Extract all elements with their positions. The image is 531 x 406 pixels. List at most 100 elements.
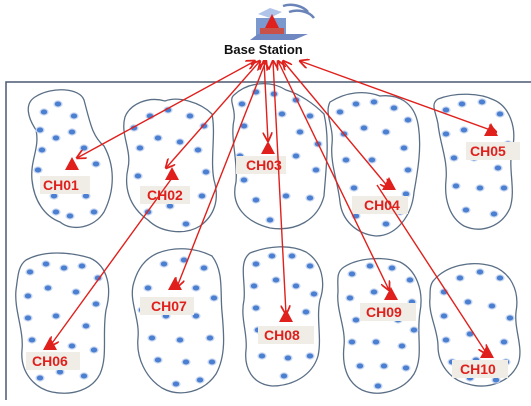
cluster-head-label-ch05: CH05 xyxy=(470,143,506,159)
sensor-node xyxy=(499,184,509,192)
sensor-node xyxy=(367,156,377,164)
cluster-10-outline xyxy=(429,263,521,387)
cluster-head-icon-ch01 xyxy=(65,157,79,170)
sensor-node xyxy=(147,334,157,342)
sensor-node xyxy=(175,138,185,146)
sensor-node xyxy=(59,264,69,272)
sensor-node xyxy=(191,284,201,292)
sensor-node xyxy=(371,338,381,346)
sensor-node xyxy=(369,98,379,106)
cluster-7-outline xyxy=(131,248,225,394)
sensor-node xyxy=(493,164,503,172)
sensor-node xyxy=(251,196,261,204)
sensor-node xyxy=(197,192,207,200)
sensor-node xyxy=(67,128,77,136)
sensor-node xyxy=(463,298,473,306)
sensor-node xyxy=(347,338,357,346)
sensor-node xyxy=(65,212,75,220)
sensor-node xyxy=(305,262,315,270)
sensor-node xyxy=(91,160,101,168)
cluster-head-label-ch07: CH07 xyxy=(151,298,187,314)
sensor-node xyxy=(305,352,315,360)
sensor-node xyxy=(291,152,301,160)
sensor-node xyxy=(457,100,467,108)
sensor-node xyxy=(193,146,203,154)
sensor-node xyxy=(355,362,365,370)
sensor-node xyxy=(23,314,33,322)
base-station-label: Base Station xyxy=(224,42,303,57)
sensor-node xyxy=(381,128,391,136)
sensor-node xyxy=(345,294,355,302)
cluster-head-label-box xyxy=(360,303,416,321)
sensor-node xyxy=(441,130,451,138)
sensor-node xyxy=(257,352,267,360)
sensor-node xyxy=(441,336,451,344)
sensor-node xyxy=(475,184,485,192)
cluster-head-label-ch08: CH08 xyxy=(264,327,300,343)
link-ch10 xyxy=(376,184,487,354)
sensor-node xyxy=(153,134,163,142)
sensor-node xyxy=(277,110,287,118)
sensor-node xyxy=(201,168,211,176)
cluster-head-label-ch06: CH06 xyxy=(32,353,68,369)
sensor-node xyxy=(283,354,293,362)
sensor-node xyxy=(309,290,319,298)
sensor-node xyxy=(81,192,91,200)
cluster-2-outline xyxy=(123,98,217,233)
sensor-node xyxy=(209,294,219,302)
cluster-head-label-box xyxy=(140,297,194,315)
cluster-head-icon-ch06 xyxy=(43,337,57,350)
sensor-node xyxy=(51,312,61,320)
sensor-node xyxy=(403,166,413,174)
sensor-node xyxy=(265,216,275,224)
sensor-node xyxy=(181,220,191,228)
sensor-node xyxy=(251,260,261,268)
sensor-node xyxy=(81,322,91,330)
sensor-node xyxy=(495,274,505,282)
sensor-node xyxy=(359,124,369,132)
sensor-node xyxy=(79,372,89,380)
sensor-node xyxy=(51,208,61,216)
sensor-node xyxy=(171,380,181,388)
sensor-node xyxy=(311,166,321,174)
sensor-node xyxy=(199,264,209,272)
cluster-head-icon-ch09 xyxy=(384,287,398,300)
sensor-node xyxy=(135,144,145,152)
sensor-node xyxy=(409,326,419,334)
sensor-node xyxy=(351,100,361,108)
link-ch07 xyxy=(177,61,266,287)
sensor-node xyxy=(49,192,59,200)
sensor-node xyxy=(455,274,465,282)
sensor-node xyxy=(281,192,291,200)
sensor-node xyxy=(71,288,81,296)
sensor-node xyxy=(495,110,505,118)
cluster-head-label-box xyxy=(258,326,314,344)
sensor-node xyxy=(249,282,259,290)
sensor-node xyxy=(347,270,357,278)
sensor-node xyxy=(401,364,411,372)
sensor-node xyxy=(175,336,185,344)
sensor-node xyxy=(301,308,311,316)
sensor-node xyxy=(205,334,215,342)
sensor-node xyxy=(41,260,51,268)
cluster-head-icon-ch07 xyxy=(168,277,182,290)
sensor-node xyxy=(381,220,391,228)
sensor-node xyxy=(305,194,315,202)
sensor-node xyxy=(35,374,45,382)
sensor-node xyxy=(51,134,61,142)
sensor-node xyxy=(37,146,47,154)
cluster-head-label-box xyxy=(40,176,90,194)
cluster-head-label-box xyxy=(452,360,508,378)
sensor-node xyxy=(491,376,501,384)
sensor-node xyxy=(143,284,153,292)
base-station-icon xyxy=(250,3,316,40)
sensor-node xyxy=(379,362,389,370)
sensor-node xyxy=(67,342,77,350)
sensor-node xyxy=(397,342,407,350)
sensor-node xyxy=(373,382,383,390)
sensor-node xyxy=(387,264,397,272)
sensor-node xyxy=(53,100,63,108)
sensor-node xyxy=(349,184,359,192)
cluster-head-label-ch10: CH10 xyxy=(460,361,496,377)
